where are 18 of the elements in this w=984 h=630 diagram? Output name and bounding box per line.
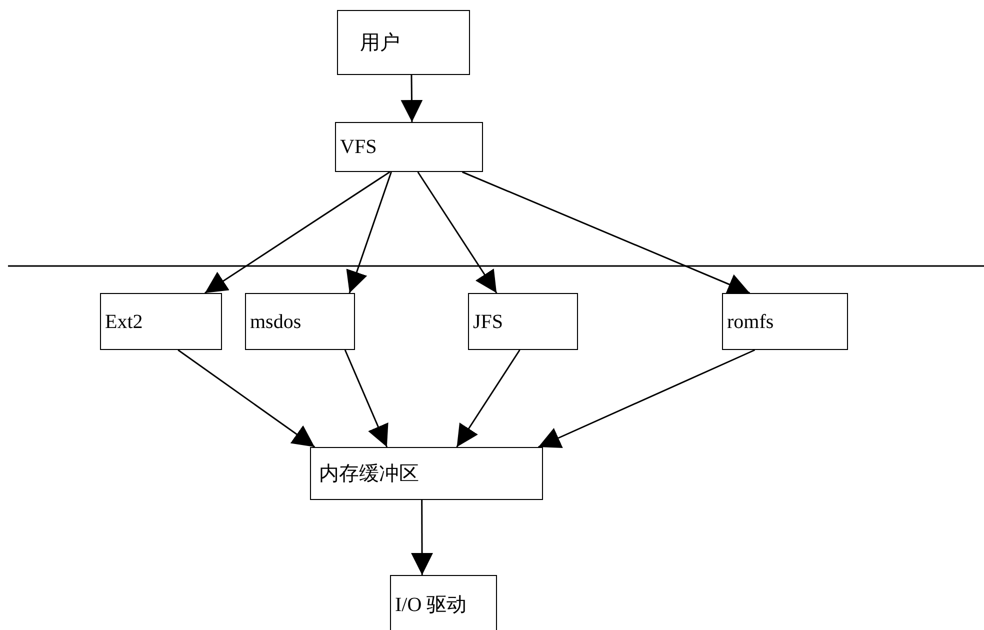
arrow bbox=[456, 350, 520, 448]
arrow bbox=[538, 349, 756, 448]
process-box: 用户 bbox=[337, 10, 470, 75]
arrow bbox=[462, 171, 750, 295]
arrow bbox=[346, 172, 392, 294]
arrow bbox=[400, 75, 423, 122]
process-box: msdos bbox=[245, 293, 355, 350]
arrow bbox=[344, 350, 388, 448]
process-box: VFS bbox=[335, 122, 483, 172]
process-box: I/O 驱动 bbox=[390, 575, 497, 630]
process-box: 内存缓冲区 bbox=[310, 447, 543, 500]
process-box: Ext2 bbox=[100, 293, 222, 350]
process-box: romfs bbox=[722, 293, 848, 350]
arrow bbox=[411, 500, 434, 575]
arrow bbox=[417, 172, 498, 294]
arrow bbox=[204, 171, 390, 294]
process-box: JFS bbox=[468, 293, 578, 350]
arrow bbox=[178, 349, 316, 448]
